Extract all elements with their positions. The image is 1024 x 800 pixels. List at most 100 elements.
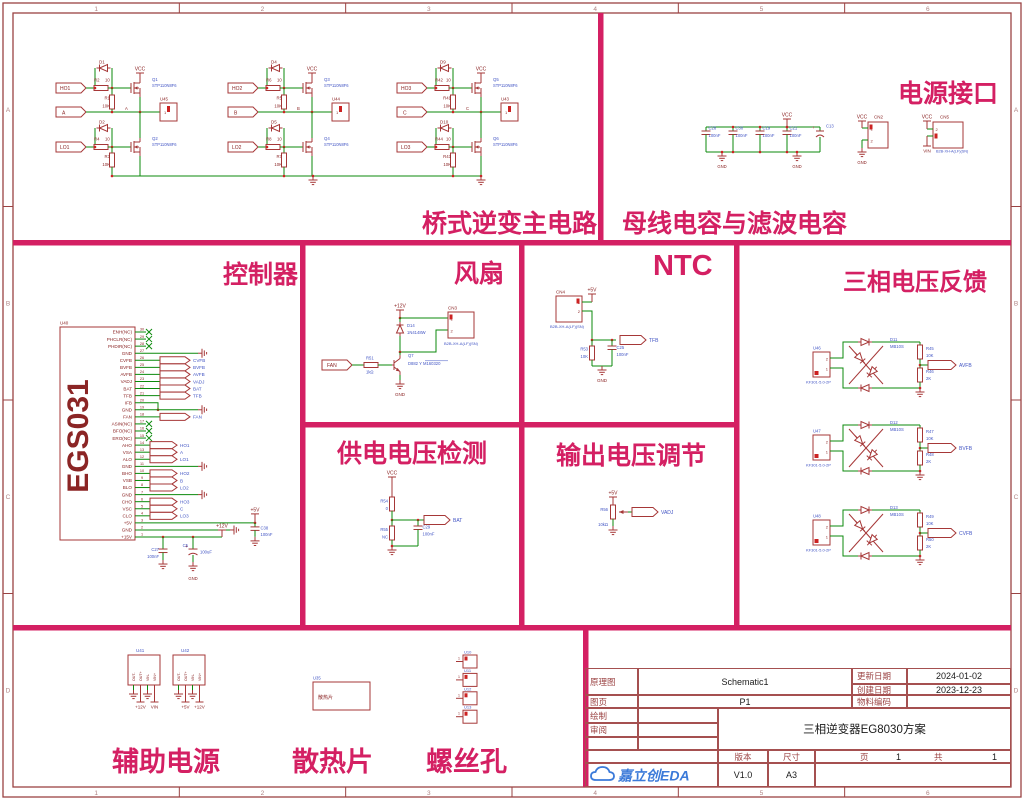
svg-text:CVFB: CVFB <box>959 531 973 537</box>
svg-text:C21: C21 <box>790 126 798 131</box>
svg-text:B: B <box>180 478 183 483</box>
svg-text:VCC: VCC <box>387 471 398 477</box>
total-label: 共 <box>934 751 943 762</box>
svg-text:Q6: Q6 <box>493 136 499 141</box>
svg-text:VSC: VSC <box>123 506 133 511</box>
svg-text:1N4148W: 1N4148W <box>407 330 426 335</box>
svg-text:+5V: +5V <box>587 288 597 294</box>
titleblock-schematic-label: 原理图 <box>585 668 638 695</box>
logo-text: 嘉立创EDA <box>617 768 690 784</box>
svg-text:21: 21 <box>140 391 144 395</box>
svg-text:D1: D1 <box>99 60 105 65</box>
svg-text:10: 10 <box>277 78 282 83</box>
svg-text:+5V: +5V <box>250 507 260 513</box>
svg-text:PHDIR(NC): PHDIR(NC) <box>108 344 132 349</box>
svg-text:28: 28 <box>140 342 144 346</box>
svg-text:1: 1 <box>826 450 829 455</box>
svg-text:1: 1 <box>94 6 98 13</box>
svg-text:B: B <box>1014 300 1018 307</box>
svg-text:GND: GND <box>597 378 608 383</box>
svg-text:D: D <box>1014 687 1019 694</box>
component-CN2[interactable]: CN2VCCGND12 <box>857 115 889 166</box>
svg-text:19: 19 <box>140 405 144 409</box>
svg-text:22: 22 <box>140 384 144 388</box>
titleblock-updated-label: 更新日期 <box>852 668 907 684</box>
titleblock-version-label: 版本 <box>718 750 768 763</box>
svg-text:10K: 10K <box>581 354 589 359</box>
svg-text:10K: 10K <box>926 521 934 526</box>
titleblock-created-label: 创建日期 <box>852 684 907 695</box>
svg-text:10K: 10K <box>926 436 934 441</box>
svg-text:U11: U11 <box>464 668 472 673</box>
svg-text:HO1: HO1 <box>180 443 190 448</box>
svg-text:C: C <box>403 110 407 116</box>
svg-text:LO1: LO1 <box>180 457 189 462</box>
svg-text:R48: R48 <box>926 452 934 457</box>
titleblock-part-value <box>907 695 1011 708</box>
component-U11[interactable]: U11 1 <box>456 668 478 687</box>
svg-text:R8: R8 <box>266 137 272 142</box>
svg-text:R53: R53 <box>580 347 588 352</box>
svg-text:VADJ: VADJ <box>193 379 204 384</box>
svg-text:CN4: CN4 <box>556 290 565 295</box>
svg-text:1: 1 <box>141 533 143 537</box>
svg-text:6: 6 <box>141 497 143 501</box>
svg-text:1: 1 <box>458 675 460 679</box>
svg-text:10: 10 <box>105 137 110 142</box>
svg-text:GND: GND <box>122 492 133 497</box>
svg-text:6: 6 <box>926 6 930 13</box>
svg-text:1: 1 <box>458 693 460 697</box>
svg-text:BHO: BHO <box>122 471 132 476</box>
svg-text:ASIN(NC): ASIN(NC) <box>112 422 133 427</box>
svg-text:OUT-: OUT- <box>132 672 136 681</box>
titleblock-size-label: 尺寸 <box>768 750 815 763</box>
svg-text:AVFB: AVFB <box>959 363 972 369</box>
titleblock-page-cell: 页 1 共 1 <box>815 750 1011 763</box>
svg-text:100uF: 100uF <box>200 550 212 555</box>
svg-text:OUT+: OUT+ <box>139 671 143 681</box>
svg-text:LO2: LO2 <box>232 145 242 151</box>
component-U40-EGS031[interactable]: U40EGS031ENH(NC)30PHCLR(NC)29PHDIR(NC)28… <box>59 321 273 582</box>
svg-text:0: 0 <box>386 506 389 511</box>
svg-text:U13: U13 <box>464 705 472 710</box>
svg-text:FAN: FAN <box>327 363 337 369</box>
svg-text:BVFB: BVFB <box>120 365 132 370</box>
svg-text:10: 10 <box>446 137 451 142</box>
svg-text:C25: C25 <box>617 345 625 350</box>
component-bus-caps[interactable]: C28100nFC30100nFC19100nFC21100nF+C13VCCG… <box>701 113 835 170</box>
page-label: 页 <box>860 751 869 762</box>
svg-text:CN2: CN2 <box>874 115 883 120</box>
svg-text:R46: R46 <box>926 369 934 374</box>
titleblock-logo-cell: 嘉立创EDA <box>585 763 718 787</box>
section-title-aux: 辅助电源 <box>112 747 220 777</box>
svg-text:R49: R49 <box>926 514 934 519</box>
svg-text:10K: 10K <box>274 162 282 167</box>
component-ntc[interactable]: CN412B2B-XH-A(LF)(SN)+5VTFBR5310KC25100n… <box>550 288 659 384</box>
svg-text:CN5: CN5 <box>940 115 949 120</box>
component-CN5[interactable]: CN5VCCVIN21B2B-XH-A(LF)(SN) <box>922 115 969 154</box>
total-value: 1 <box>992 751 998 762</box>
component-fan-driver[interactable]: +12VD141N4148WCN312B2B-XH-A(LF)(SN)GNDQ7… <box>321 304 479 398</box>
svg-text:20: 20 <box>140 398 144 402</box>
svg-text:1: 1 <box>336 110 339 115</box>
svg-text:6: 6 <box>926 790 930 797</box>
svg-text:CLO: CLO <box>123 514 133 519</box>
svg-text:VIN: VIN <box>151 705 159 710</box>
